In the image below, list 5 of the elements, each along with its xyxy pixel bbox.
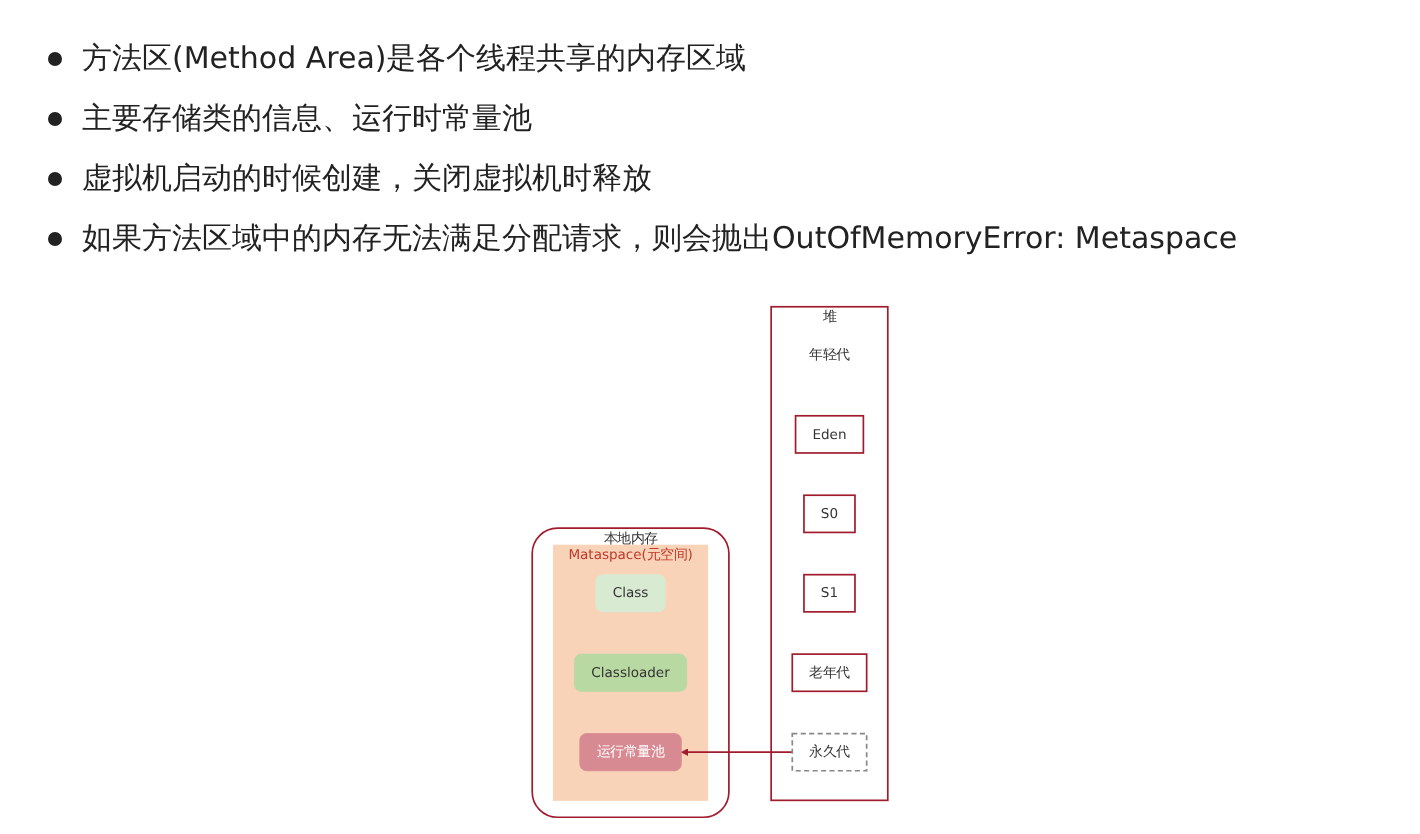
bullet-text: 虚拟机启动的时候创建，关闭虚拟机时释放	[82, 158, 652, 200]
bullet-text: 方法区(Method Area)是各个线程共享的内存区域	[82, 38, 747, 80]
arrow	[680, 748, 794, 756]
bullet-text: 如果方法区域中的内存无法满足分配请求，则会抛出OutOfMemoryError: Metaspace	[82, 218, 1238, 260]
bullet-text: 主要存储类的信息、运行时常量池	[82, 98, 532, 140]
